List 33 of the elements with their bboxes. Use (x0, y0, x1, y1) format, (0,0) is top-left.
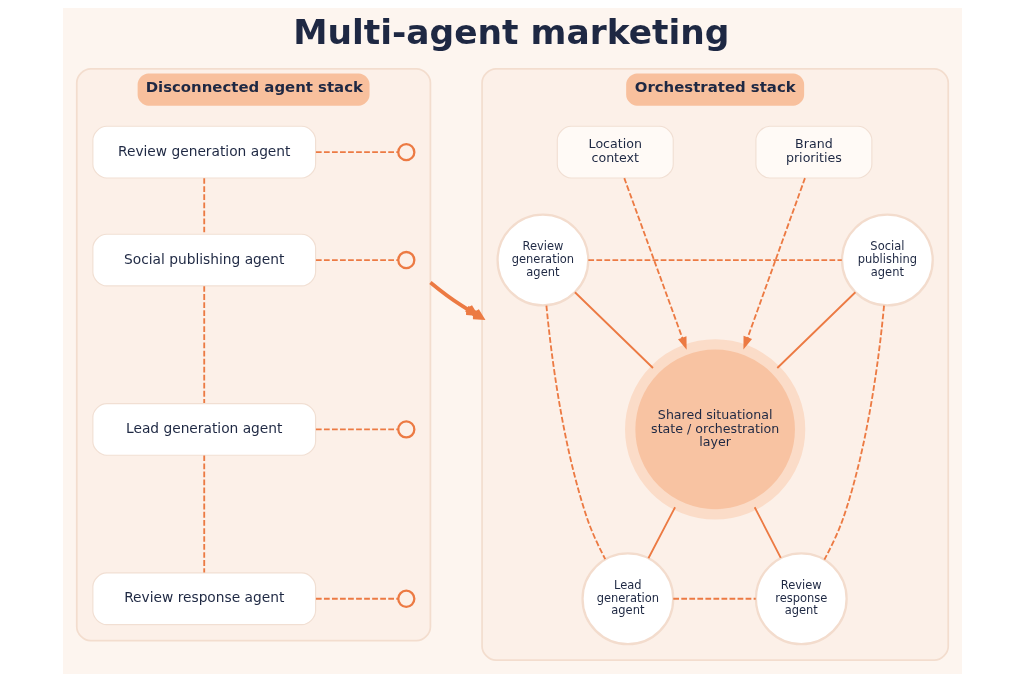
diagram-title: Multi-agent marketing (292, 11, 729, 52)
node-circle (396, 250, 415, 270)
connector (671, 597, 757, 600)
connector (753, 506, 782, 559)
node-circle: Social publishing agent (840, 213, 934, 307)
connector (314, 259, 399, 261)
connector (573, 291, 654, 369)
node-box: Brand priorities (754, 125, 872, 179)
connector (586, 259, 843, 261)
connector (545, 304, 606, 561)
connector (647, 506, 676, 560)
node-circle (396, 420, 415, 439)
connector (202, 285, 205, 404)
connector (314, 428, 399, 431)
node-box: Location context (556, 125, 674, 179)
connector (775, 291, 856, 369)
node-circle: Review generation agent (495, 213, 589, 307)
connector (202, 177, 205, 235)
arrow (622, 177, 687, 350)
node-circle (396, 589, 415, 608)
node-box: Lead generation agent (91, 403, 316, 456)
connector (314, 597, 399, 600)
node-box: Review response agent (91, 572, 316, 626)
node-circle (396, 142, 415, 162)
connector (202, 454, 205, 574)
node-box: Review generation agent (91, 125, 316, 179)
connector (314, 151, 399, 154)
connector (822, 304, 885, 561)
node-circle: Lead generation agent (580, 552, 674, 646)
node-circle: Review response agent (754, 552, 848, 646)
node-circle: Shared situational state / orchestration layer (624, 339, 805, 520)
node-box: Social publishing agent (91, 233, 316, 287)
arrow (742, 177, 806, 350)
